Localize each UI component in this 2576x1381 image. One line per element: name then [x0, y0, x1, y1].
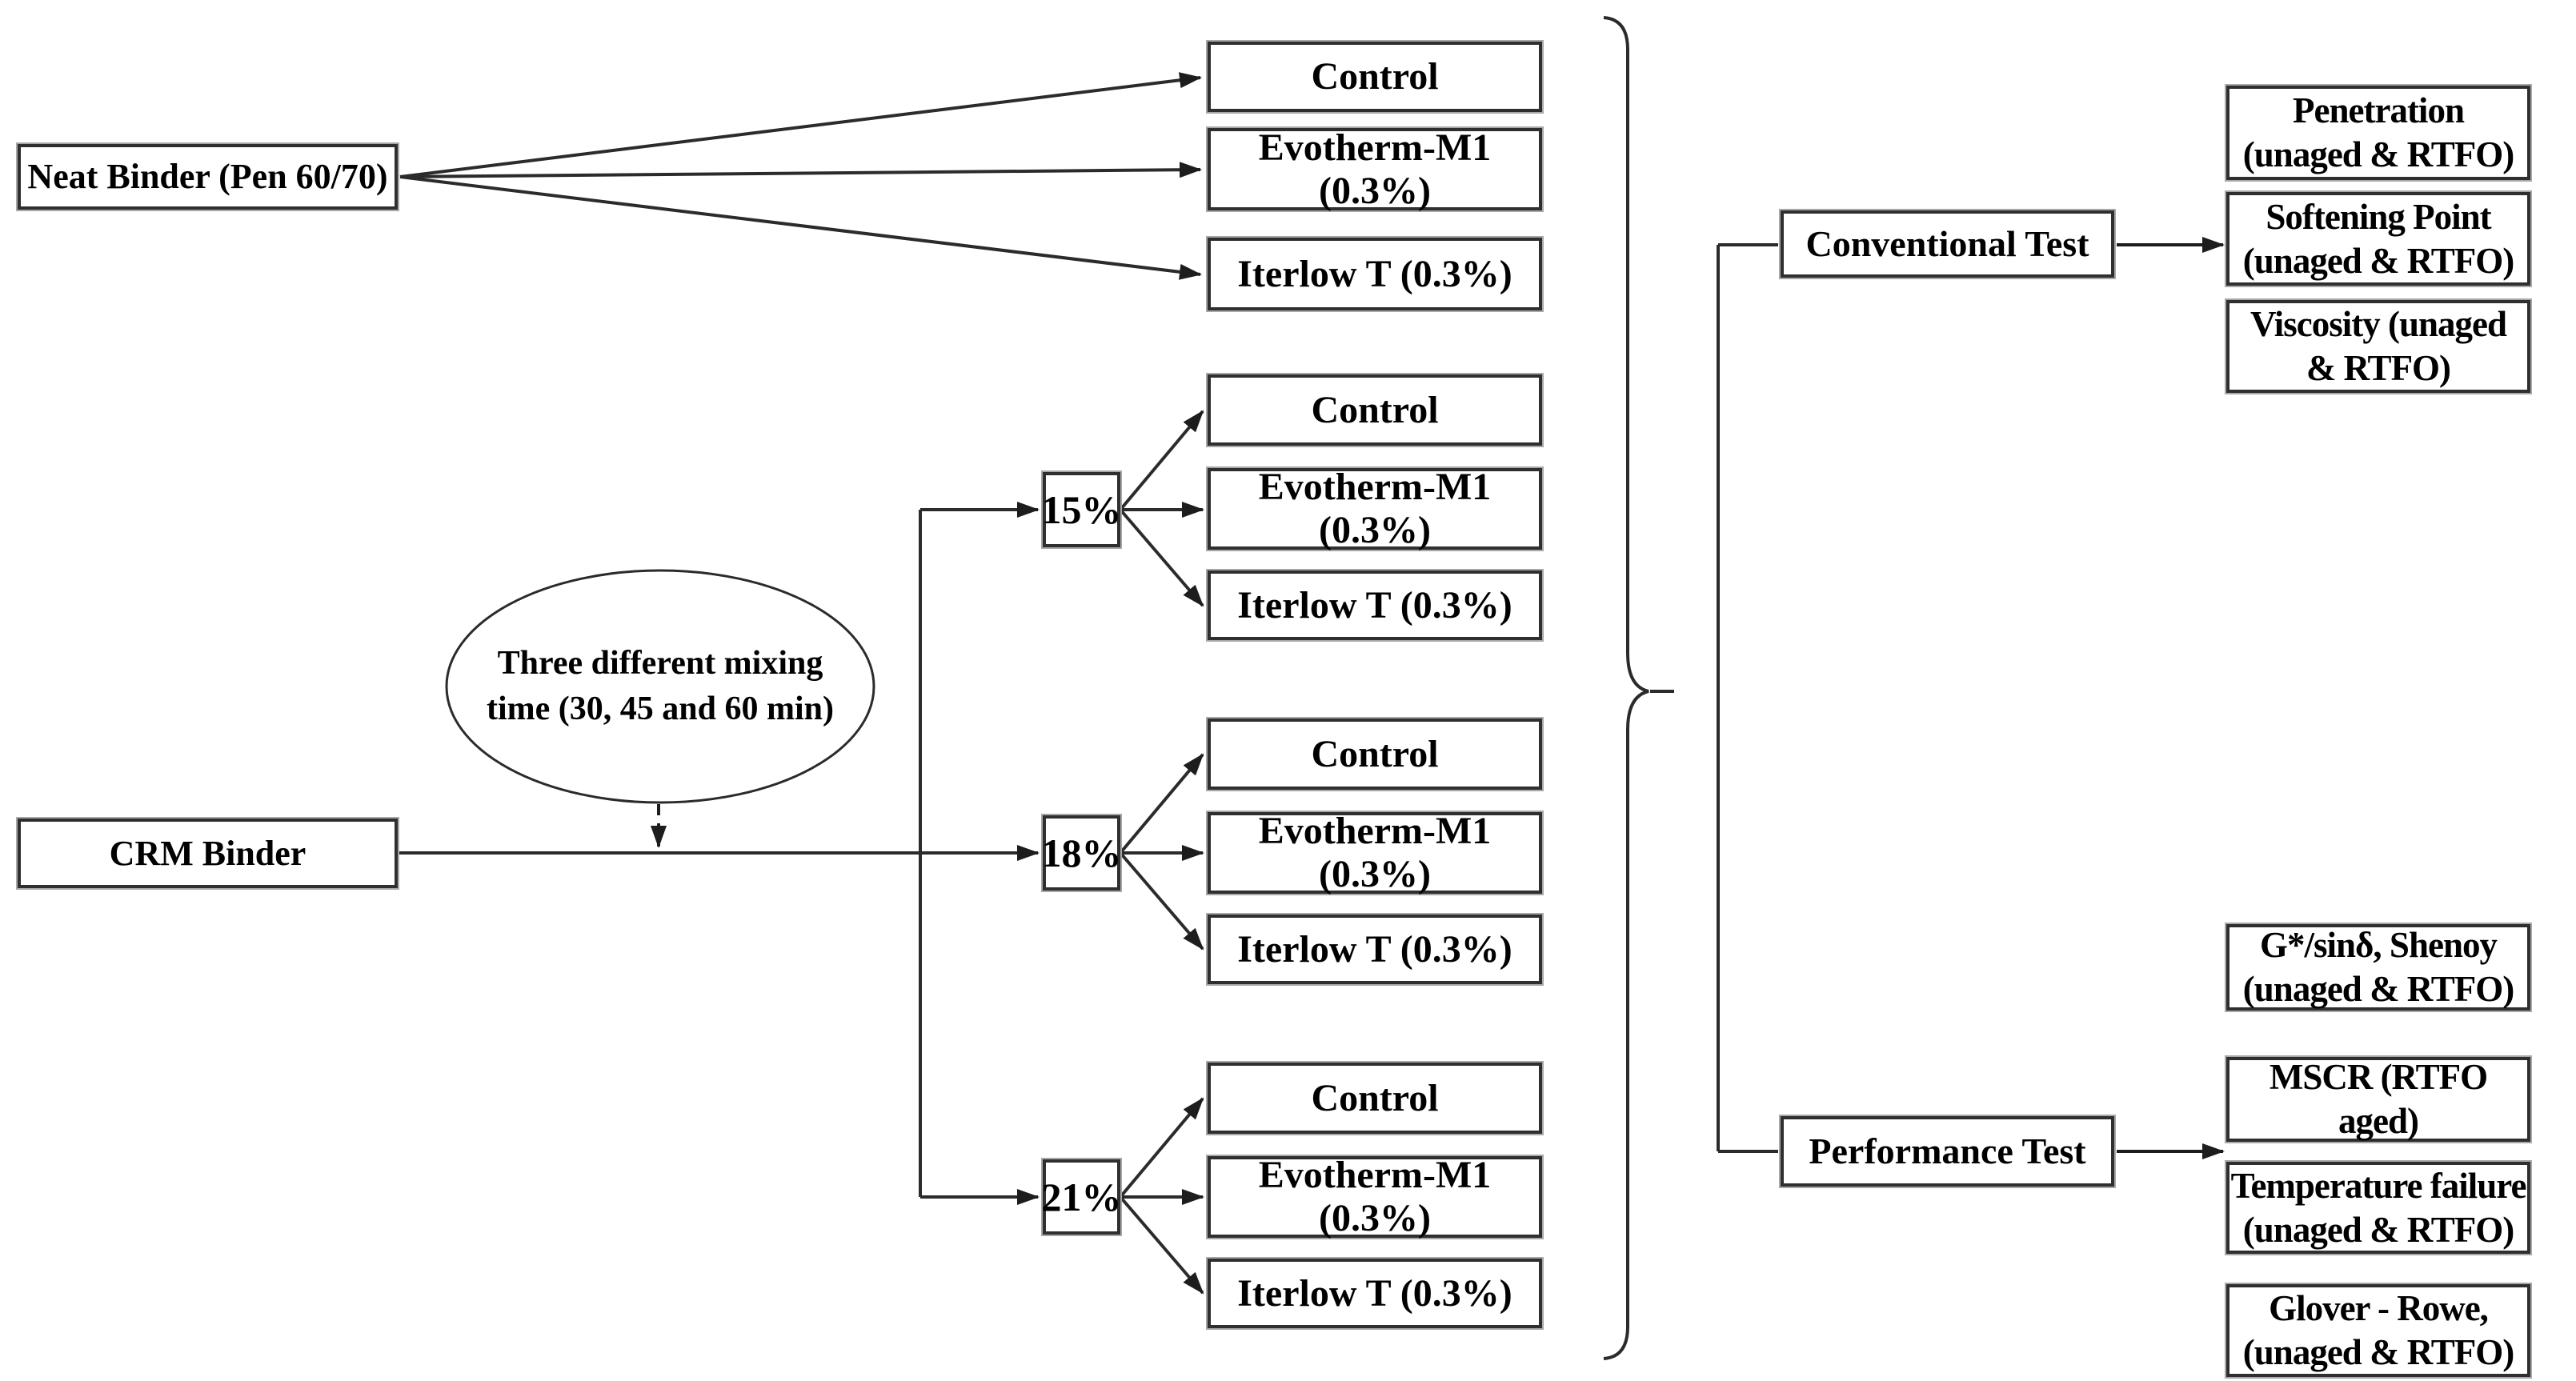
treatment-label: Evotherm-M1 (0.3%) — [1258, 1154, 1492, 1239]
percent-fan-lines-21 — [1119, 1097, 1204, 1295]
mixing-note-label: Three different mixing time (30, 45 and … — [487, 645, 834, 727]
box-treatment-iterlow-21: Iterlow T (0.3%) — [1208, 1259, 1542, 1328]
treatment-label: Iterlow T (0.3%) — [1237, 252, 1512, 295]
box-treatment-evotherm-neat: Evotherm-M1 (0.3%) — [1208, 126, 1542, 212]
box-test-softening-point: Softening Point (unaged & RTFO) — [2226, 192, 2530, 286]
performance-test-label: Performance Test — [1809, 1131, 2086, 1172]
treatment-label: Evotherm-M1 (0.3%) — [1258, 126, 1492, 212]
box-crm-binder: CRM Binder — [18, 819, 398, 888]
mixing-note-ellipse — [445, 569, 875, 804]
treatment-label: Iterlow T (0.3%) — [1237, 1271, 1512, 1315]
box-treatment-control-21: Control — [1208, 1063, 1542, 1134]
box-treatment-iterlow-15: Iterlow T (0.3%) — [1208, 570, 1542, 640]
box-treatment-iterlow-neat: Iterlow T (0.3%) — [1208, 238, 1542, 310]
ellipse-mixing-note: Three different mixing time (30, 45 and … — [463, 596, 858, 777]
box-percent-18: 18% — [1041, 815, 1122, 891]
test-label: Viscosity (unaged & RTFO) — [2249, 304, 2507, 388]
box-test-temperature-failure: Temperature failure (unaged & RTFO) — [2226, 1162, 2530, 1254]
box-percent-15: 15% — [1041, 472, 1122, 547]
box-performance-test: Performance Test — [1781, 1116, 2114, 1187]
box-treatment-iterlow-18: Iterlow T (0.3%) — [1208, 915, 1542, 984]
box-test-gstar-sindelta: G*/sinδ, Shenoy (unaged & RTFO) — [2226, 924, 2530, 1011]
neat-binder-label: Neat Binder (Pen 60/70) — [27, 157, 388, 197]
treatment-label: Evotherm-M1 (0.3%) — [1258, 810, 1492, 895]
crm-branch-lines — [398, 502, 1040, 1205]
treatment-label: Control — [1311, 1076, 1439, 1119]
test-label: Softening Point (unaged & RTFO) — [2242, 196, 2514, 281]
percent-fan-lines-18 — [1119, 753, 1204, 951]
test-label: MSCR (RTFO aged) — [2269, 1057, 2488, 1141]
conventional-test-label: Conventional Test — [1805, 223, 2089, 265]
box-conventional-test: Conventional Test — [1781, 210, 2114, 278]
box-treatment-evotherm-18: Evotherm-M1 (0.3%) — [1208, 810, 1542, 895]
percent-fan-lines-15 — [1119, 410, 1204, 607]
test-label: Penetration (unaged & RTFO) — [2242, 90, 2514, 174]
box-treatment-control-15: Control — [1208, 374, 1542, 446]
test-label: Temperature failure (unaged & RTFO) — [2230, 1165, 2527, 1250]
box-test-viscosity: Viscosity (unaged & RTFO) — [2226, 300, 2530, 393]
test-label: G*/sinδ, Shenoy (unaged & RTFO) — [2242, 925, 2514, 1009]
grouping-brace — [1603, 16, 1649, 1360]
box-neat-binder: Neat Binder (Pen 60/70) — [18, 144, 398, 210]
treatment-label: Iterlow T (0.3%) — [1237, 583, 1512, 626]
box-percent-21: 21% — [1041, 1159, 1122, 1235]
box-treatment-evotherm-15: Evotherm-M1 (0.3%) — [1208, 466, 1542, 551]
box-treatment-evotherm-21: Evotherm-M1 (0.3%) — [1208, 1154, 1542, 1239]
treatment-label: Iterlow T (0.3%) — [1237, 927, 1512, 971]
crm-binder-label: CRM Binder — [109, 833, 306, 873]
box-test-penetration: Penetration (unaged & RTFO) — [2226, 86, 2530, 180]
treatment-label: Evotherm-M1 (0.3%) — [1258, 466, 1492, 551]
test-label: Glover - Rowe, (unaged & RTFO) — [2242, 1288, 2514, 1372]
box-test-mscr: MSCR (RTFO aged) — [2226, 1057, 2530, 1142]
treatment-label: Control — [1311, 55, 1439, 98]
box-treatment-control-neat: Control — [1208, 42, 1542, 112]
neat-binder-fan-lines — [399, 72, 1202, 280]
percent-21-label: 21% — [1041, 1175, 1122, 1219]
tests-connector — [1717, 243, 1778, 1153]
box-test-glover-rowe: Glover - Rowe, (unaged & RTFO) — [2226, 1284, 2530, 1377]
box-treatment-control-18: Control — [1208, 719, 1542, 790]
treatment-label: Control — [1311, 732, 1439, 775]
treatment-label: Control — [1311, 388, 1439, 431]
percent-18-label: 18% — [1041, 831, 1122, 875]
percent-15-label: 15% — [1041, 487, 1122, 532]
